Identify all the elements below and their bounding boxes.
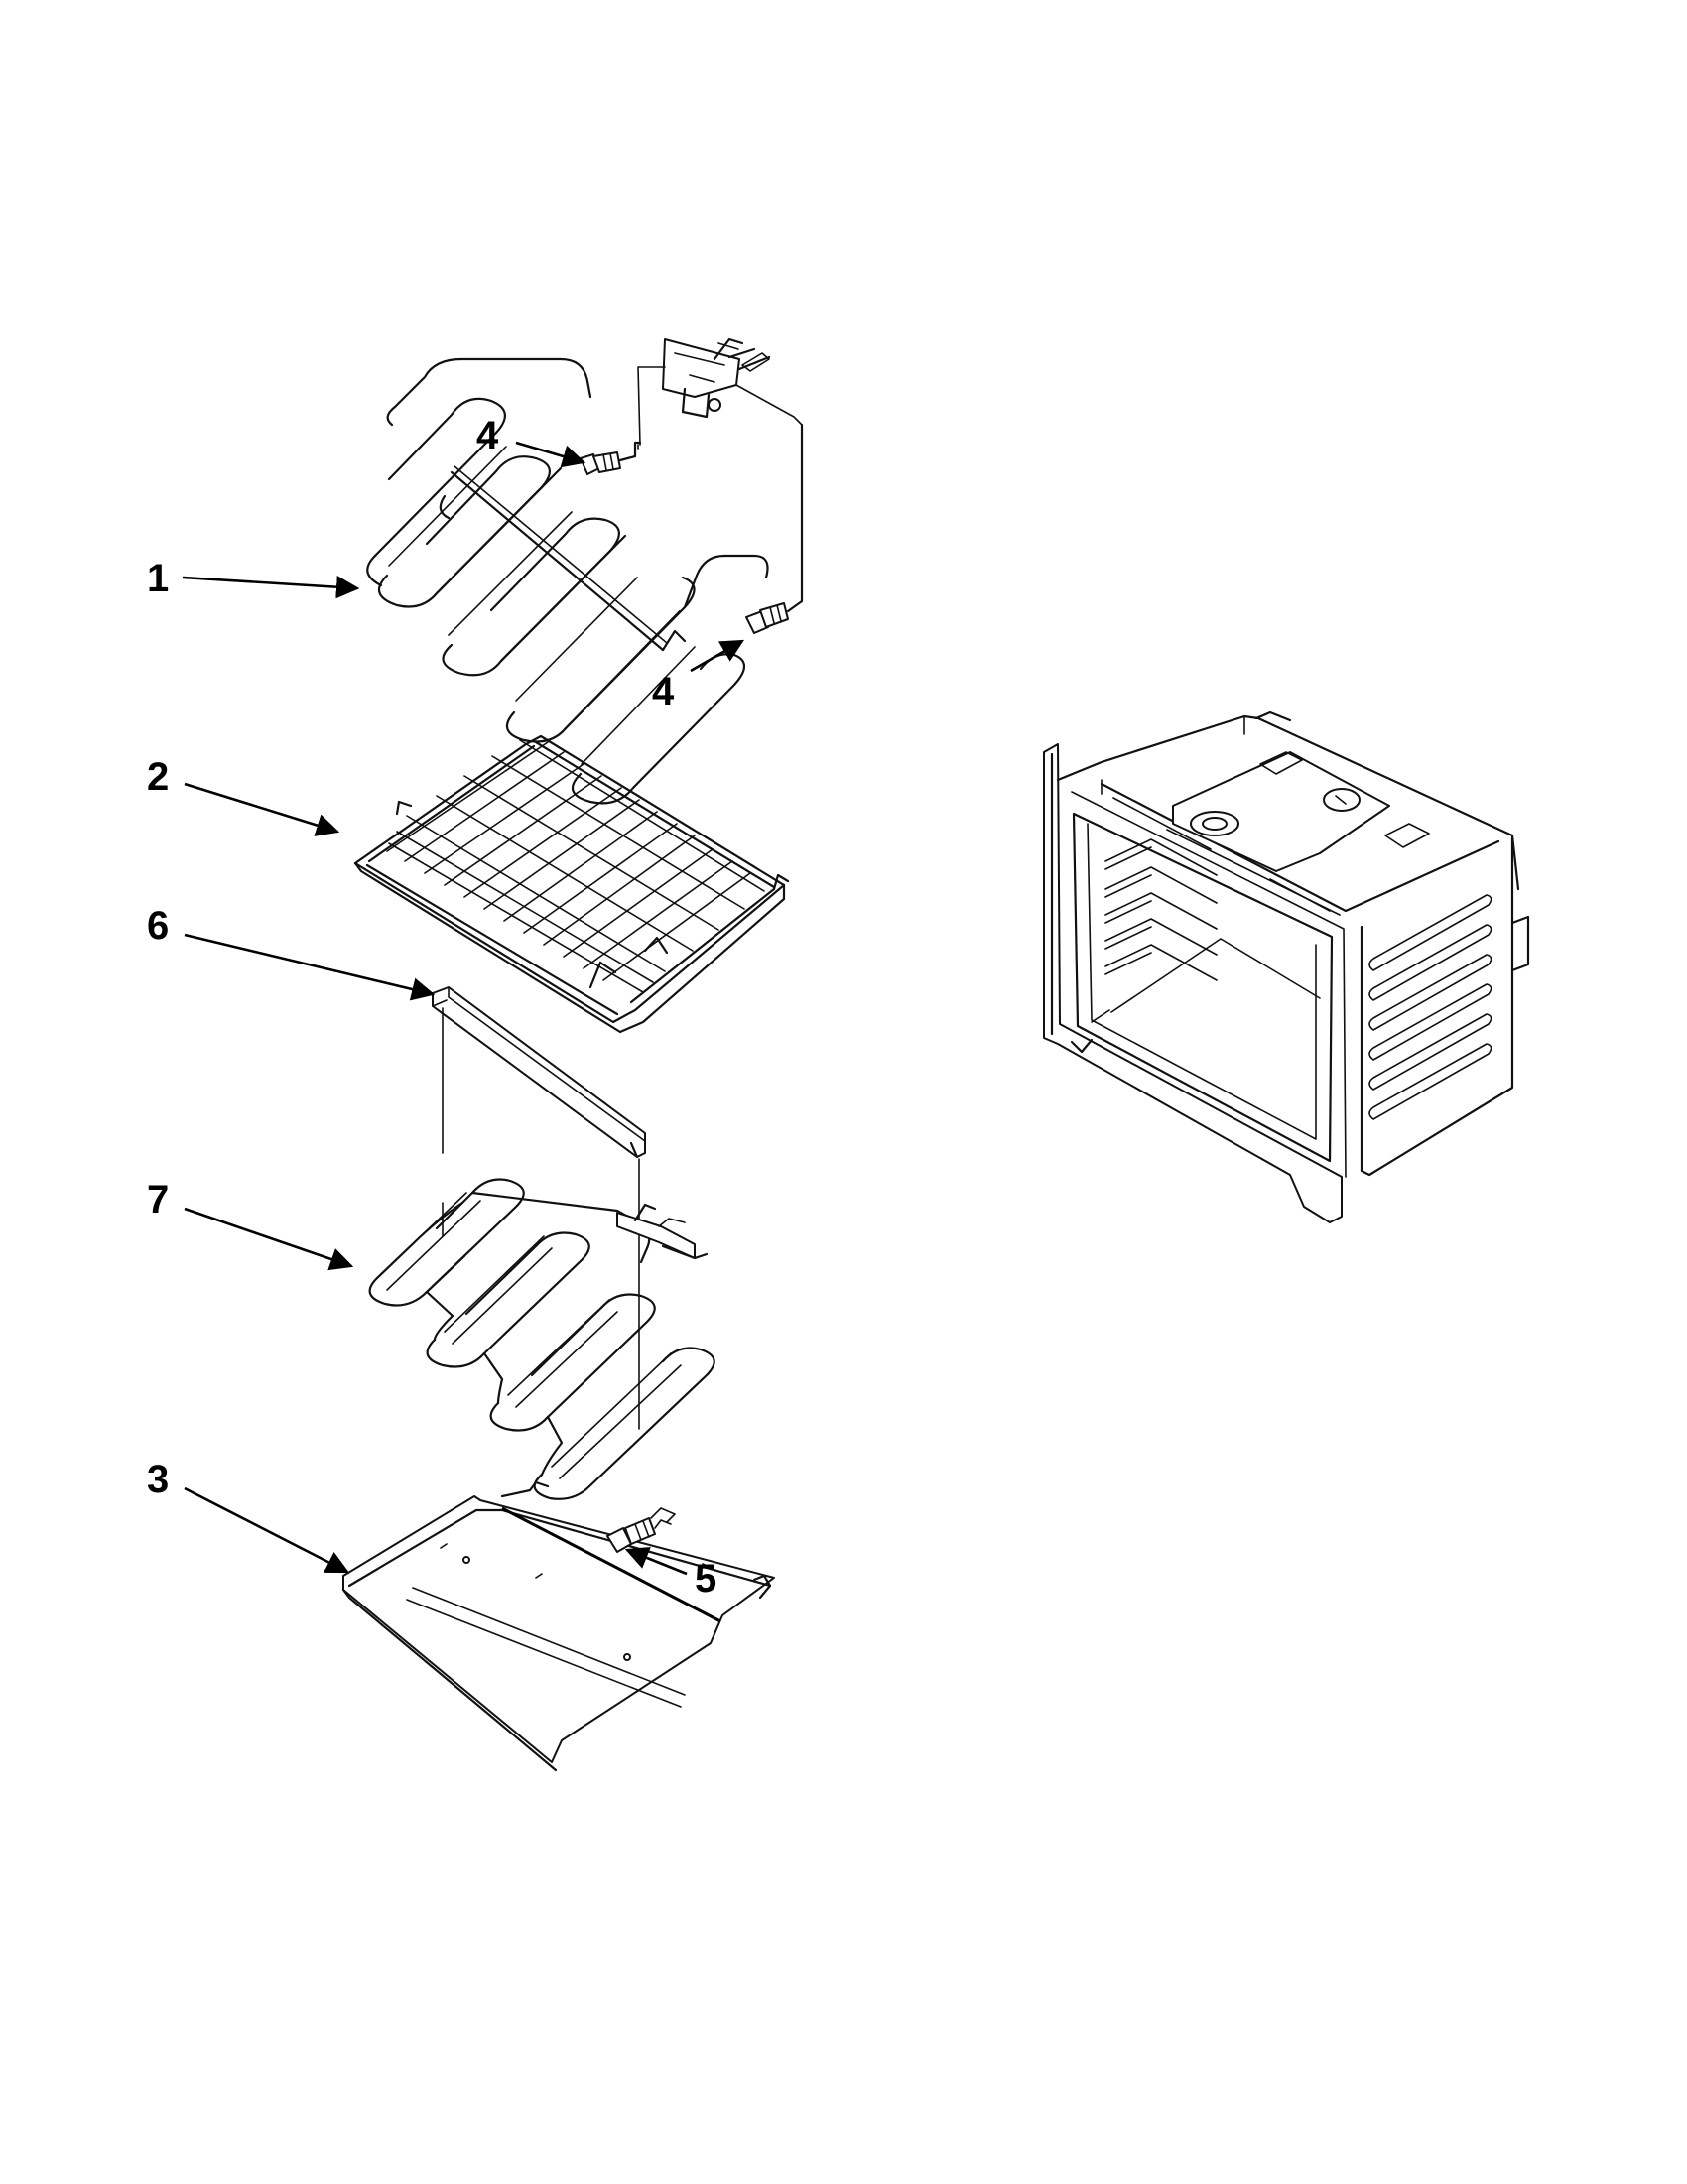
- leader-2: [184, 782, 340, 836]
- callout-1: 1: [147, 557, 169, 600]
- bottom-panel: [341, 1480, 775, 1772]
- bake-element: [368, 1178, 715, 1500]
- leader-5: [624, 1546, 688, 1576]
- leader-4b: [690, 639, 745, 673]
- screw-panel: [606, 1507, 676, 1553]
- oven-cavity: [1043, 710, 1530, 1223]
- screw-right: [745, 423, 804, 634]
- broil-element: [366, 337, 804, 805]
- callout-3: 3: [147, 1458, 169, 1501]
- callouts: 4 1 4 2 6 7 3 5: [147, 414, 716, 1601]
- callout-2: 2: [147, 755, 169, 799]
- leader-6: [184, 933, 436, 1001]
- callout-7: 7: [147, 1178, 169, 1221]
- leader-3: [184, 1486, 350, 1574]
- leader-7: [184, 1207, 354, 1271]
- oven-rack: [353, 734, 790, 1034]
- callout-5: 5: [695, 1557, 716, 1601]
- callout-6: 6: [147, 904, 169, 948]
- callout-4-bottom: 4: [652, 670, 675, 713]
- element-shield: [432, 986, 646, 1430]
- leader-4a: [515, 441, 586, 468]
- callout-4-top: 4: [476, 414, 499, 457]
- screw-top: [580, 441, 642, 475]
- leader-lines: [182, 441, 745, 1576]
- leader-1: [182, 576, 360, 599]
